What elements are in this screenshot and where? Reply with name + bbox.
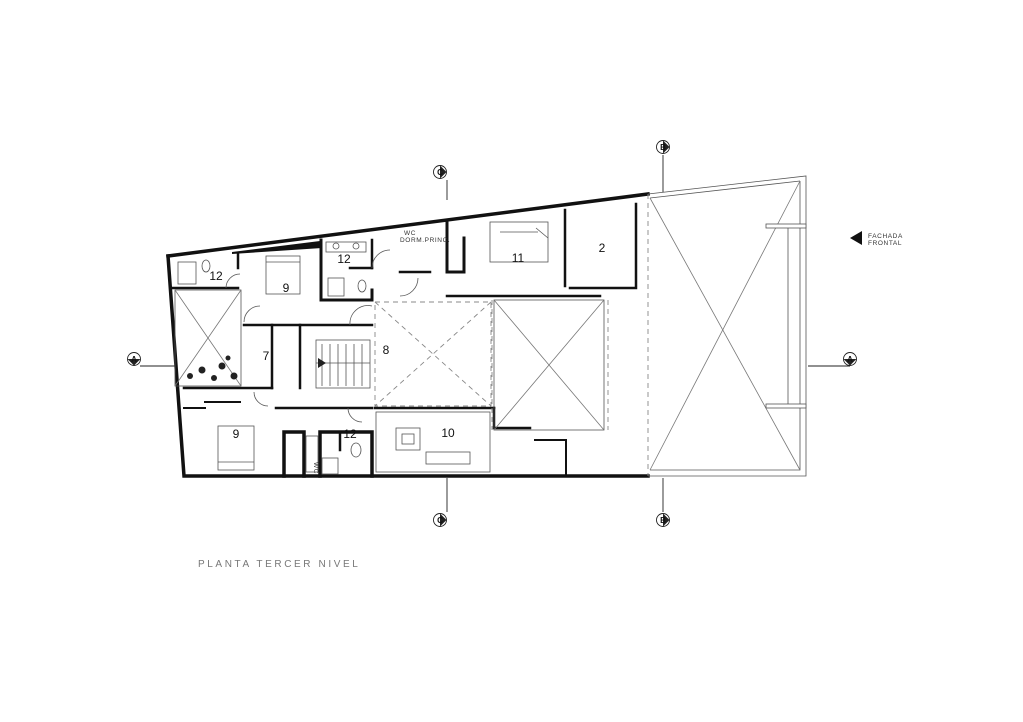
room-10: 10 bbox=[441, 426, 455, 440]
front-terrace bbox=[647, 175, 807, 477]
room-12-bottom: 12 bbox=[343, 427, 357, 441]
axis-bubble-c-bottom: C bbox=[433, 513, 447, 527]
axis-label: B bbox=[660, 143, 666, 152]
front-facade-marker: FACHADA FRONTAL bbox=[850, 231, 903, 247]
dorm-princ-label: DORM.PRINC. bbox=[400, 237, 450, 244]
axis-bubble-c-top: C bbox=[433, 165, 447, 179]
arrow-left-icon bbox=[850, 231, 862, 245]
plan-title: PLANTA TERCER NIVEL bbox=[198, 559, 360, 570]
garden-void bbox=[174, 289, 242, 387]
wc-vertical-label: WC bbox=[312, 462, 319, 474]
room-8: 8 bbox=[383, 343, 390, 357]
staircase bbox=[315, 339, 371, 389]
bed-room-11 bbox=[489, 221, 549, 263]
axis-label: B bbox=[660, 516, 666, 525]
grid-axes bbox=[140, 155, 850, 512]
room-12-top-left: 12 bbox=[209, 269, 223, 283]
exterior-walls bbox=[166, 192, 650, 478]
room-11: 11 bbox=[512, 251, 525, 265]
door-swings bbox=[225, 249, 419, 423]
courtyard-void-right bbox=[491, 299, 609, 431]
axis-label: C bbox=[437, 516, 443, 525]
axis-bubble-b-top: B bbox=[656, 140, 670, 154]
wc-label: WC bbox=[404, 230, 416, 237]
living-furniture bbox=[375, 411, 491, 473]
room-2: 2 bbox=[599, 241, 606, 255]
room-7: 7 bbox=[263, 349, 270, 363]
bed-room-9-top bbox=[265, 255, 301, 295]
room-12-top: 12 bbox=[337, 252, 351, 266]
axis-label: C bbox=[437, 168, 443, 177]
axis-label: A bbox=[131, 355, 137, 364]
axis-bubble-b-bottom: B bbox=[656, 513, 670, 527]
interior-walls bbox=[171, 202, 638, 478]
room-9-bottom: 9 bbox=[233, 427, 240, 441]
bathroom-fixtures bbox=[177, 241, 367, 475]
courtyard-void-left bbox=[374, 301, 492, 407]
axis-label: A bbox=[847, 355, 853, 364]
room-9-top: 9 bbox=[283, 281, 290, 295]
axis-bubble-a-right: A bbox=[843, 352, 857, 366]
fachada-label: FACHADA bbox=[868, 233, 903, 240]
frontal-label: FRONTAL bbox=[868, 240, 902, 247]
bed-room-9-bottom bbox=[217, 425, 255, 471]
axis-bubble-a-left: A bbox=[127, 352, 141, 366]
